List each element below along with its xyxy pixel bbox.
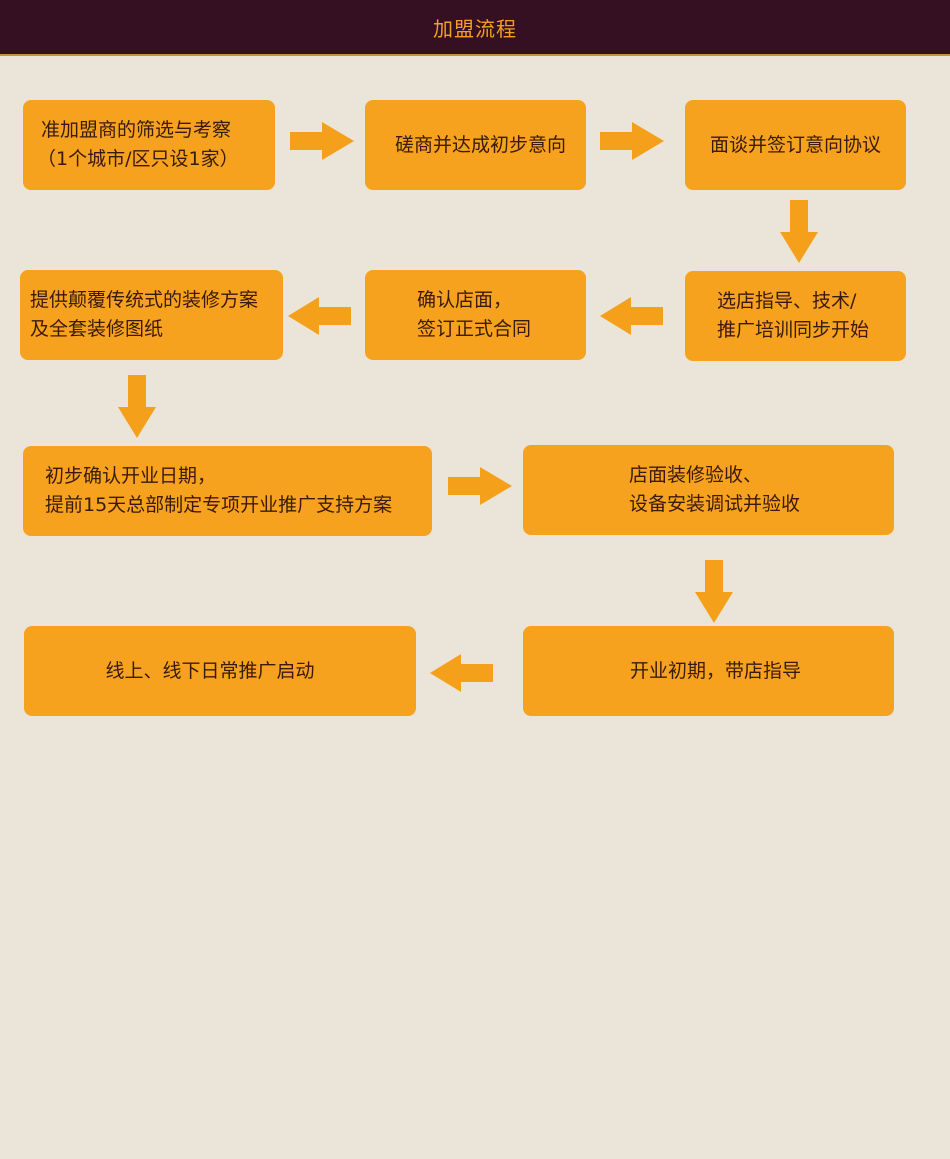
- page-title: 加盟流程: [433, 16, 517, 41]
- step-9-line-1: 开业初期，带店指导: [629, 659, 801, 682]
- step-10-line-1: 线上、线下日常推广启动: [105, 659, 315, 682]
- step-6-box: 提供颠覆传统式的装修方案 及全套装修图纸: [20, 270, 283, 360]
- arrow-down-icon: [695, 560, 733, 623]
- step-3-box: 面谈并签订意向协议: [685, 100, 906, 190]
- step-7-line-2: 提前15天总部制定专项开业推广支持方案: [45, 494, 393, 516]
- step-9-box: 开业初期，带店指导: [523, 626, 894, 716]
- step-3-line-1: 面谈并签订意向协议: [709, 133, 881, 156]
- arrow-left-icon: [430, 654, 493, 692]
- step-2-line-1: 磋商并达成初步意向: [394, 133, 566, 156]
- arrow-left-icon: [288, 297, 351, 335]
- step-5-box: 确认店面， 签订正式合同: [365, 270, 586, 360]
- arrow-down-icon: [118, 375, 156, 438]
- step-8-box: 店面装修验收、 设备安装调试并验收: [523, 445, 894, 535]
- arrow-down-icon: [780, 200, 818, 263]
- step-8-line-2: 设备安装调试并验收: [629, 493, 801, 515]
- step-8-line-1: 店面装修验收、: [629, 464, 763, 486]
- step-2-box: 磋商并达成初步意向: [365, 100, 586, 190]
- arrow-right-icon: [600, 122, 664, 160]
- step-1-line-2: （1个城市/区只设1家）: [37, 148, 239, 170]
- step-6-line-1: 提供颠覆传统式的装修方案: [30, 289, 259, 311]
- step-7-box: 初步确认开业日期， 提前15天总部制定专项开业推广支持方案: [23, 446, 432, 536]
- step-6-line-2: 及全套装修图纸: [30, 318, 164, 340]
- step-7-line-1: 初步确认开业日期，: [45, 465, 217, 487]
- arrow-left-icon: [600, 297, 663, 335]
- arrow-right-icon: [290, 122, 354, 160]
- step-5-line-1: 确认店面，: [417, 289, 513, 311]
- step-5-line-2: 签订正式合同: [417, 318, 532, 340]
- step-1-box: 准加盟商的筛选与考察 （1个城市/区只设1家）: [23, 100, 275, 190]
- step-4-line-2: 推广培训同步开始: [717, 319, 870, 341]
- step-4-box: 选店指导、技术/ 推广培训同步开始: [685, 271, 906, 361]
- step-1-line-1: 准加盟商的筛选与考察: [41, 119, 232, 141]
- step-10-box: 线上、线下日常推广启动: [24, 626, 416, 716]
- step-4-line-1: 选店指导、技术/: [717, 290, 857, 312]
- arrow-right-icon: [448, 467, 512, 505]
- page-header: 加盟流程: [0, 0, 950, 56]
